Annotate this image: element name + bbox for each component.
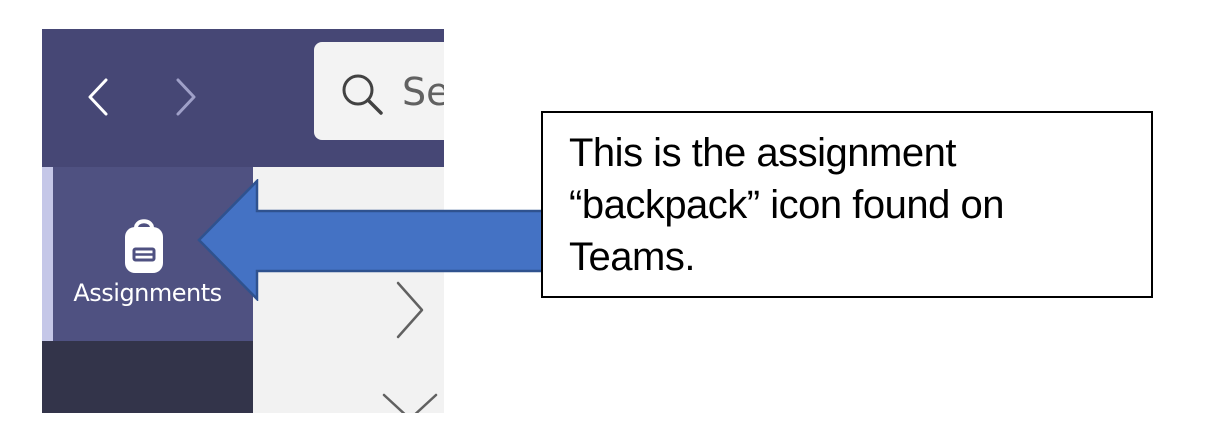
chevron-right-icon [176, 78, 196, 116]
chevron-down-icon[interactable] [380, 391, 440, 413]
teams-top-bar: Se [42, 29, 444, 167]
forward-button[interactable] [166, 73, 206, 121]
rail-item-label: Assignments [73, 279, 222, 307]
chevron-left-icon [88, 78, 108, 116]
annotation-arrow [197, 179, 545, 301]
callout-box: This is the assignment “backpack” icon f… [541, 111, 1153, 298]
search-icon [342, 74, 383, 115]
callout-text: This is the assignment “backpack” icon f… [569, 131, 1004, 279]
backpack-icon [125, 219, 163, 273]
search-box[interactable]: Se [314, 42, 444, 140]
chevron-right-icon[interactable] [390, 279, 430, 341]
active-indicator [42, 167, 53, 341]
back-button[interactable] [78, 73, 118, 121]
search-placeholder: Se [402, 70, 444, 114]
